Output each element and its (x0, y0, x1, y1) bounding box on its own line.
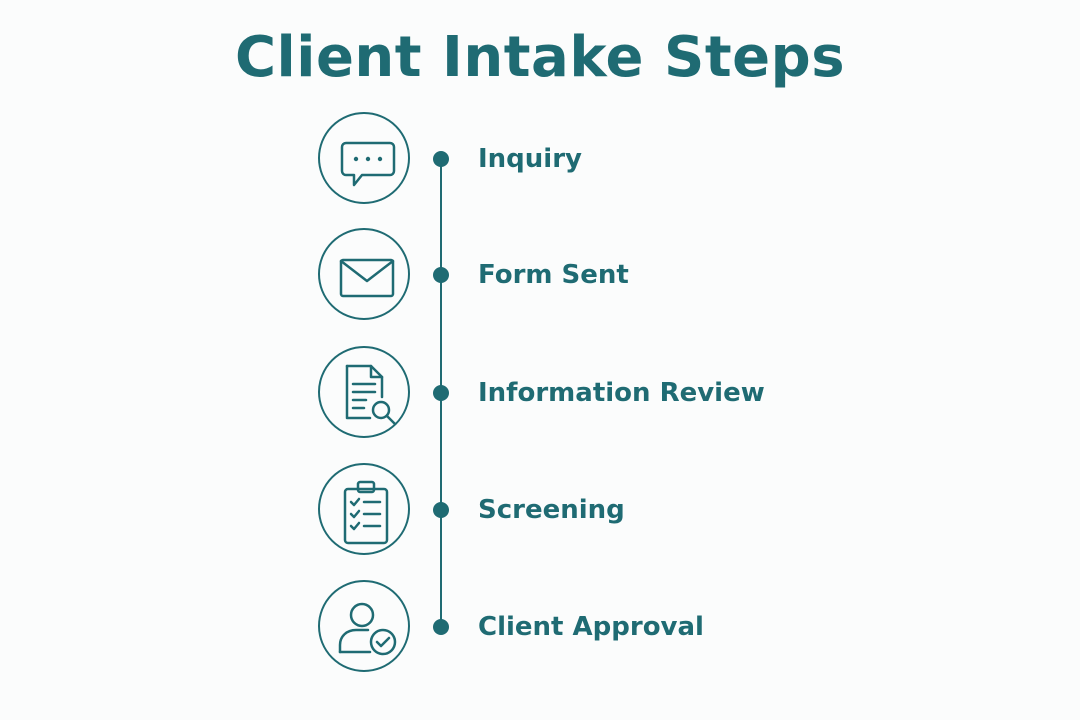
step-icon-circle (318, 346, 410, 438)
step-icon-circle (318, 112, 410, 204)
step-label: Form Sent (478, 260, 629, 290)
page-title: Client Intake Steps (234, 25, 846, 90)
step-label: Inquiry (478, 144, 582, 174)
step-dot (433, 385, 449, 401)
user-check-icon (338, 602, 397, 656)
chat-bubble-icon (340, 141, 396, 187)
step-screening: Screening (0, 461, 1080, 561)
document-search-icon (345, 364, 397, 426)
step-label: Client Approval (478, 612, 704, 642)
step-form-sent: Form Sent (0, 226, 1080, 326)
step-icon-circle (318, 228, 410, 320)
step-dot (433, 502, 449, 518)
step-icon-circle (318, 463, 410, 555)
step-dot (433, 267, 449, 283)
step-label: Screening (478, 495, 625, 525)
clipboard-checklist-icon (343, 480, 389, 545)
envelope-icon (339, 258, 395, 298)
step-icon-circle (318, 580, 410, 672)
step-information-review: Information Review (0, 344, 1080, 444)
step-label: Information Review (478, 378, 765, 408)
step-client-approval: Client Approval (0, 578, 1080, 678)
step-dot (433, 151, 449, 167)
step-inquiry: Inquiry (0, 110, 1080, 210)
step-dot (433, 619, 449, 635)
